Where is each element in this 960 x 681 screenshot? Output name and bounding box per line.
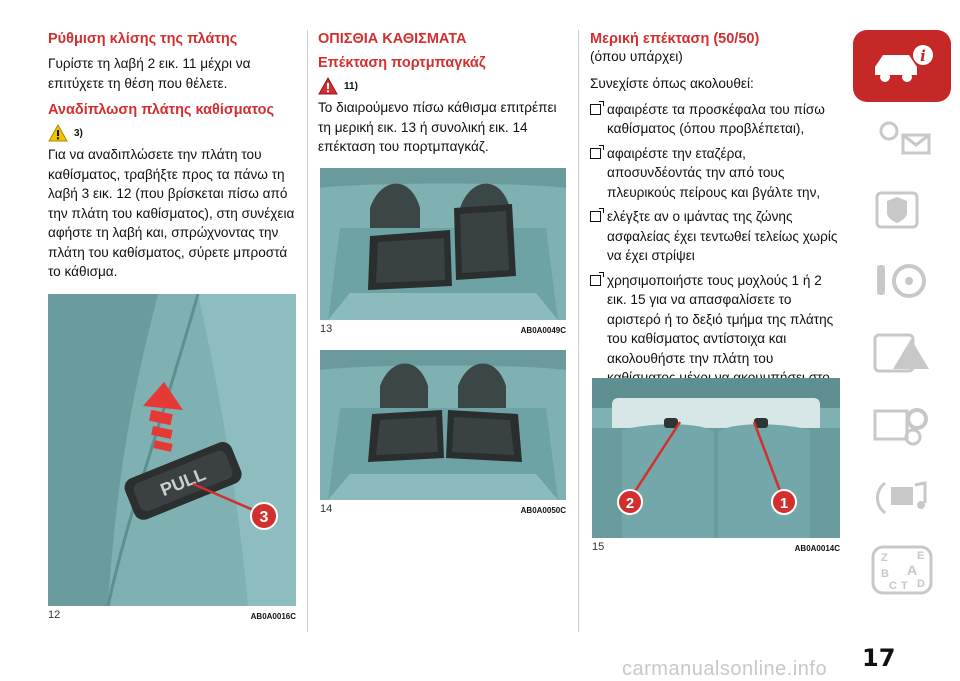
index-icon: Z E B A C T D [871,545,933,595]
callout-1: 1 [780,495,788,512]
figure-caption: 13 AB0A0049C [320,323,566,335]
heading-luggage-extension: Επέκταση πορτμπαγκάζ [318,55,486,71]
tab-safety[interactable] [853,174,951,246]
figure-13: 13 AB0A0049C [320,168,566,335]
svg-text:Z: Z [881,552,888,564]
warning-lights-icon [879,121,931,155]
warning-triangle-icon [48,124,68,142]
list-item: αφαιρέστε την εταζέρα, αποσυνδέοντάς την… [590,144,840,203]
tab-starting-driving[interactable] [853,246,951,318]
multimedia-icon [876,481,927,515]
svg-text:i: i [920,47,926,65]
seat-pull-handle-image: PULL 3 [48,294,296,606]
svg-text:B: B [881,568,889,580]
warning-ref-number: 3) [74,127,83,139]
callout-2: 2 [626,495,634,512]
tab-car-info[interactable]: i [853,30,951,102]
watermark: carmanualsonline.info [622,658,828,680]
paragraph-fold: Για να αναδιπλώσετε την πλάτη του καθίσμ… [48,147,295,279]
arrow-up-icon [143,382,183,452]
figure-caption: 12 AB0A0016C [48,609,296,621]
figure-15: 2 1 15 AB0A0014C [592,378,840,553]
subtitle-where-present: (όπου υπάρχει) [590,49,683,64]
heading-partial-extension: Μερική επέκταση (50/50) [590,31,760,47]
warning-reference: 3) [48,123,296,143]
tab-emergency[interactable] [853,318,951,390]
list-item: ελέγξτε αν ο ιμάντας της ζώνης ασφαλείας… [590,207,840,266]
starting-driving-icon [877,264,926,298]
svg-text:A: A [907,562,917,578]
svg-text:D: D [917,578,925,590]
chapter-sidebar: i [853,30,951,606]
column-2: ΟΠΙΣΘΙΑ ΚΑΘΙΣΜΑΤΑ Επέκταση πορτμπαγκάζ 1… [318,30,566,163]
partial-extension-image [320,168,566,320]
heading-seat-recline: Ρύθμιση κλίσης της πλάτης [48,31,238,47]
checkbox-bullet-icon [590,271,604,286]
warning-reference: 11) [318,76,566,96]
figure-caption: 15 AB0A0014C [592,541,840,553]
heading-fold-backrest: Αναδίπλωση πλάτης καθίσματος [48,102,275,118]
column-1: Ρύθμιση κλίσης της πλάτης Γυρίστε τη λαβ… [48,30,296,288]
callout-3: 3 [260,509,269,526]
tab-maintenance[interactable] [853,390,951,462]
car-info-icon: i [875,45,933,82]
full-extension-image [320,350,566,500]
figure-12: PULL 3 12 AB0A0016C [48,294,296,621]
page-number: 17 [862,644,896,672]
tab-index[interactable]: Z E B A C T D [853,534,951,606]
figure-caption: 14 AB0A0050C [320,503,566,515]
warning-triangle-icon [318,77,338,95]
paragraph-intro: Συνεχίστε όπως ακολουθεί: [590,76,754,91]
list-item: αφαιρέστε τα προσκέφαλα του πίσω καθίσμα… [590,100,840,139]
svg-text:E: E [917,550,924,562]
warning-ref-number: 11) [344,80,358,92]
checkbox-bullet-icon [590,208,604,222]
checkbox-bullet-icon [590,144,604,159]
tab-warning-lights[interactable] [853,102,951,174]
safety-icon [875,191,919,229]
paragraph-split-seat: Το διαιρούμενο πίσω κάθισμα επιτρέπει τη… [318,100,557,154]
seat-release-levers-image: 2 1 [592,378,840,538]
checkbox-bullet-icon [590,100,604,115]
column-3: Μερική επέκταση (50/50) (όπου υπάρχει) Σ… [590,30,840,412]
svg-text:T: T [901,580,908,592]
svg-text:C: C [889,580,897,592]
emergency-icon [873,333,929,373]
tab-multimedia[interactable] [853,462,951,534]
paragraph-recline: Γυρίστε τη λαβή 2 εικ. 11 μέχρι να επιτύ… [48,56,251,91]
maintenance-icon [873,408,928,446]
heading-rear-seats: ΟΠΙΣΘΙΑ ΚΑΘΙΣΜΑΤΑ [318,31,467,47]
figure-14: 14 AB0A0050C [320,350,566,515]
